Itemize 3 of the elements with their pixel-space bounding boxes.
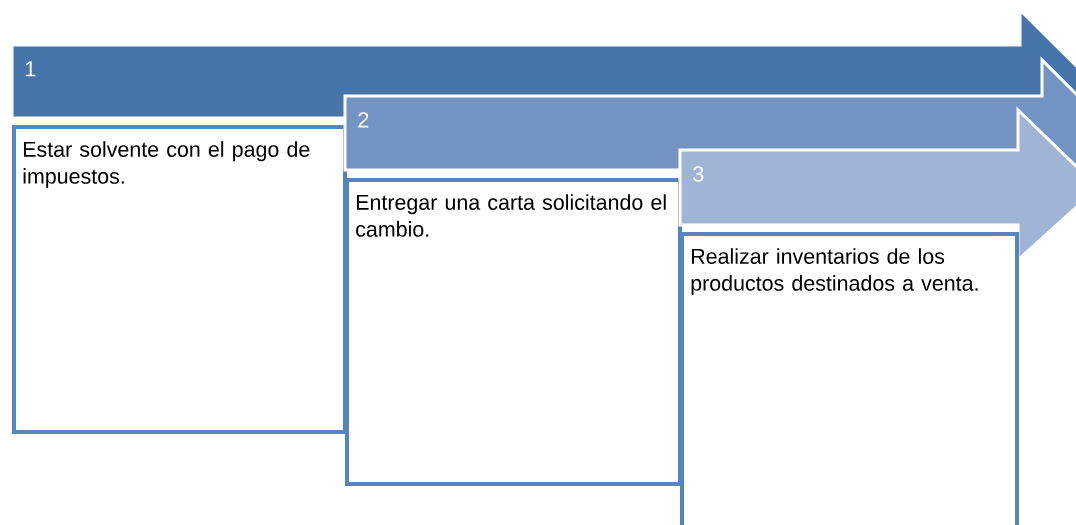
text-box: Entregar una carta solicitando el cambio. — [345, 178, 682, 486]
text-box: Estar solvente con el pago de impuestos. — [12, 125, 347, 434]
text-box: Realizar inventarios de los productos destinados a venta. — [680, 232, 1019, 525]
